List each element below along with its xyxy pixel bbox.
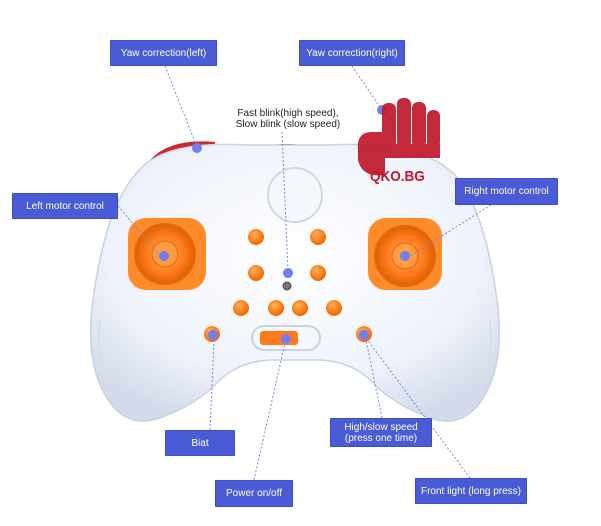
- pointer-dot: [159, 251, 169, 261]
- pointer-dot: [400, 251, 410, 261]
- blink-line-1: Fast blink(high speed),: [237, 108, 339, 119]
- trim-button[interactable]: [326, 300, 342, 316]
- trim-button[interactable]: [292, 300, 308, 316]
- watermark-text: QKO.BG: [370, 168, 425, 185]
- trim-buttons: [204, 229, 372, 342]
- center-disc: [267, 167, 323, 223]
- yaw-correction-left-label: Yaw correction(left): [110, 40, 217, 66]
- power-switch[interactable]: [260, 331, 298, 345]
- trim-button[interactable]: [268, 300, 284, 316]
- left-motor-control-label: Left motor control: [12, 193, 118, 219]
- power-label: Power on/off: [215, 480, 293, 507]
- pointer-lines: [117, 65, 492, 481]
- pointer-dot: [192, 143, 202, 153]
- high-slow-speed-label: High/slow speed (press one time): [330, 418, 432, 447]
- pointer-dot: [208, 330, 218, 340]
- blink-line-2: Slow blink (slow speed): [235, 119, 341, 130]
- blink-speed-label: Fast blink(high speed), Slow blink (slow…: [226, 108, 350, 130]
- biat-label: Biat: [165, 430, 235, 456]
- yaw-correction-right-label: Yaw correction(right): [299, 40, 405, 66]
- pointer-dot: [281, 334, 291, 344]
- front-light-label: Front light (long press): [415, 478, 527, 504]
- right-motor-control-label: Right motor control: [455, 178, 558, 205]
- trim-button[interactable]: [233, 300, 249, 316]
- watermark-fist-logo: [357, 98, 440, 176]
- high-slow-line-1: High/slow speed: [344, 421, 418, 433]
- high-slow-line-2: (press one time): [344, 432, 418, 444]
- trim-button[interactable]: [248, 265, 264, 281]
- trim-button[interactable]: [248, 229, 264, 245]
- status-led: [282, 281, 292, 291]
- trim-button[interactable]: [310, 265, 326, 281]
- pointer-dot: [359, 330, 369, 340]
- trim-button[interactable]: [310, 229, 326, 245]
- pointer-dot: [283, 268, 293, 278]
